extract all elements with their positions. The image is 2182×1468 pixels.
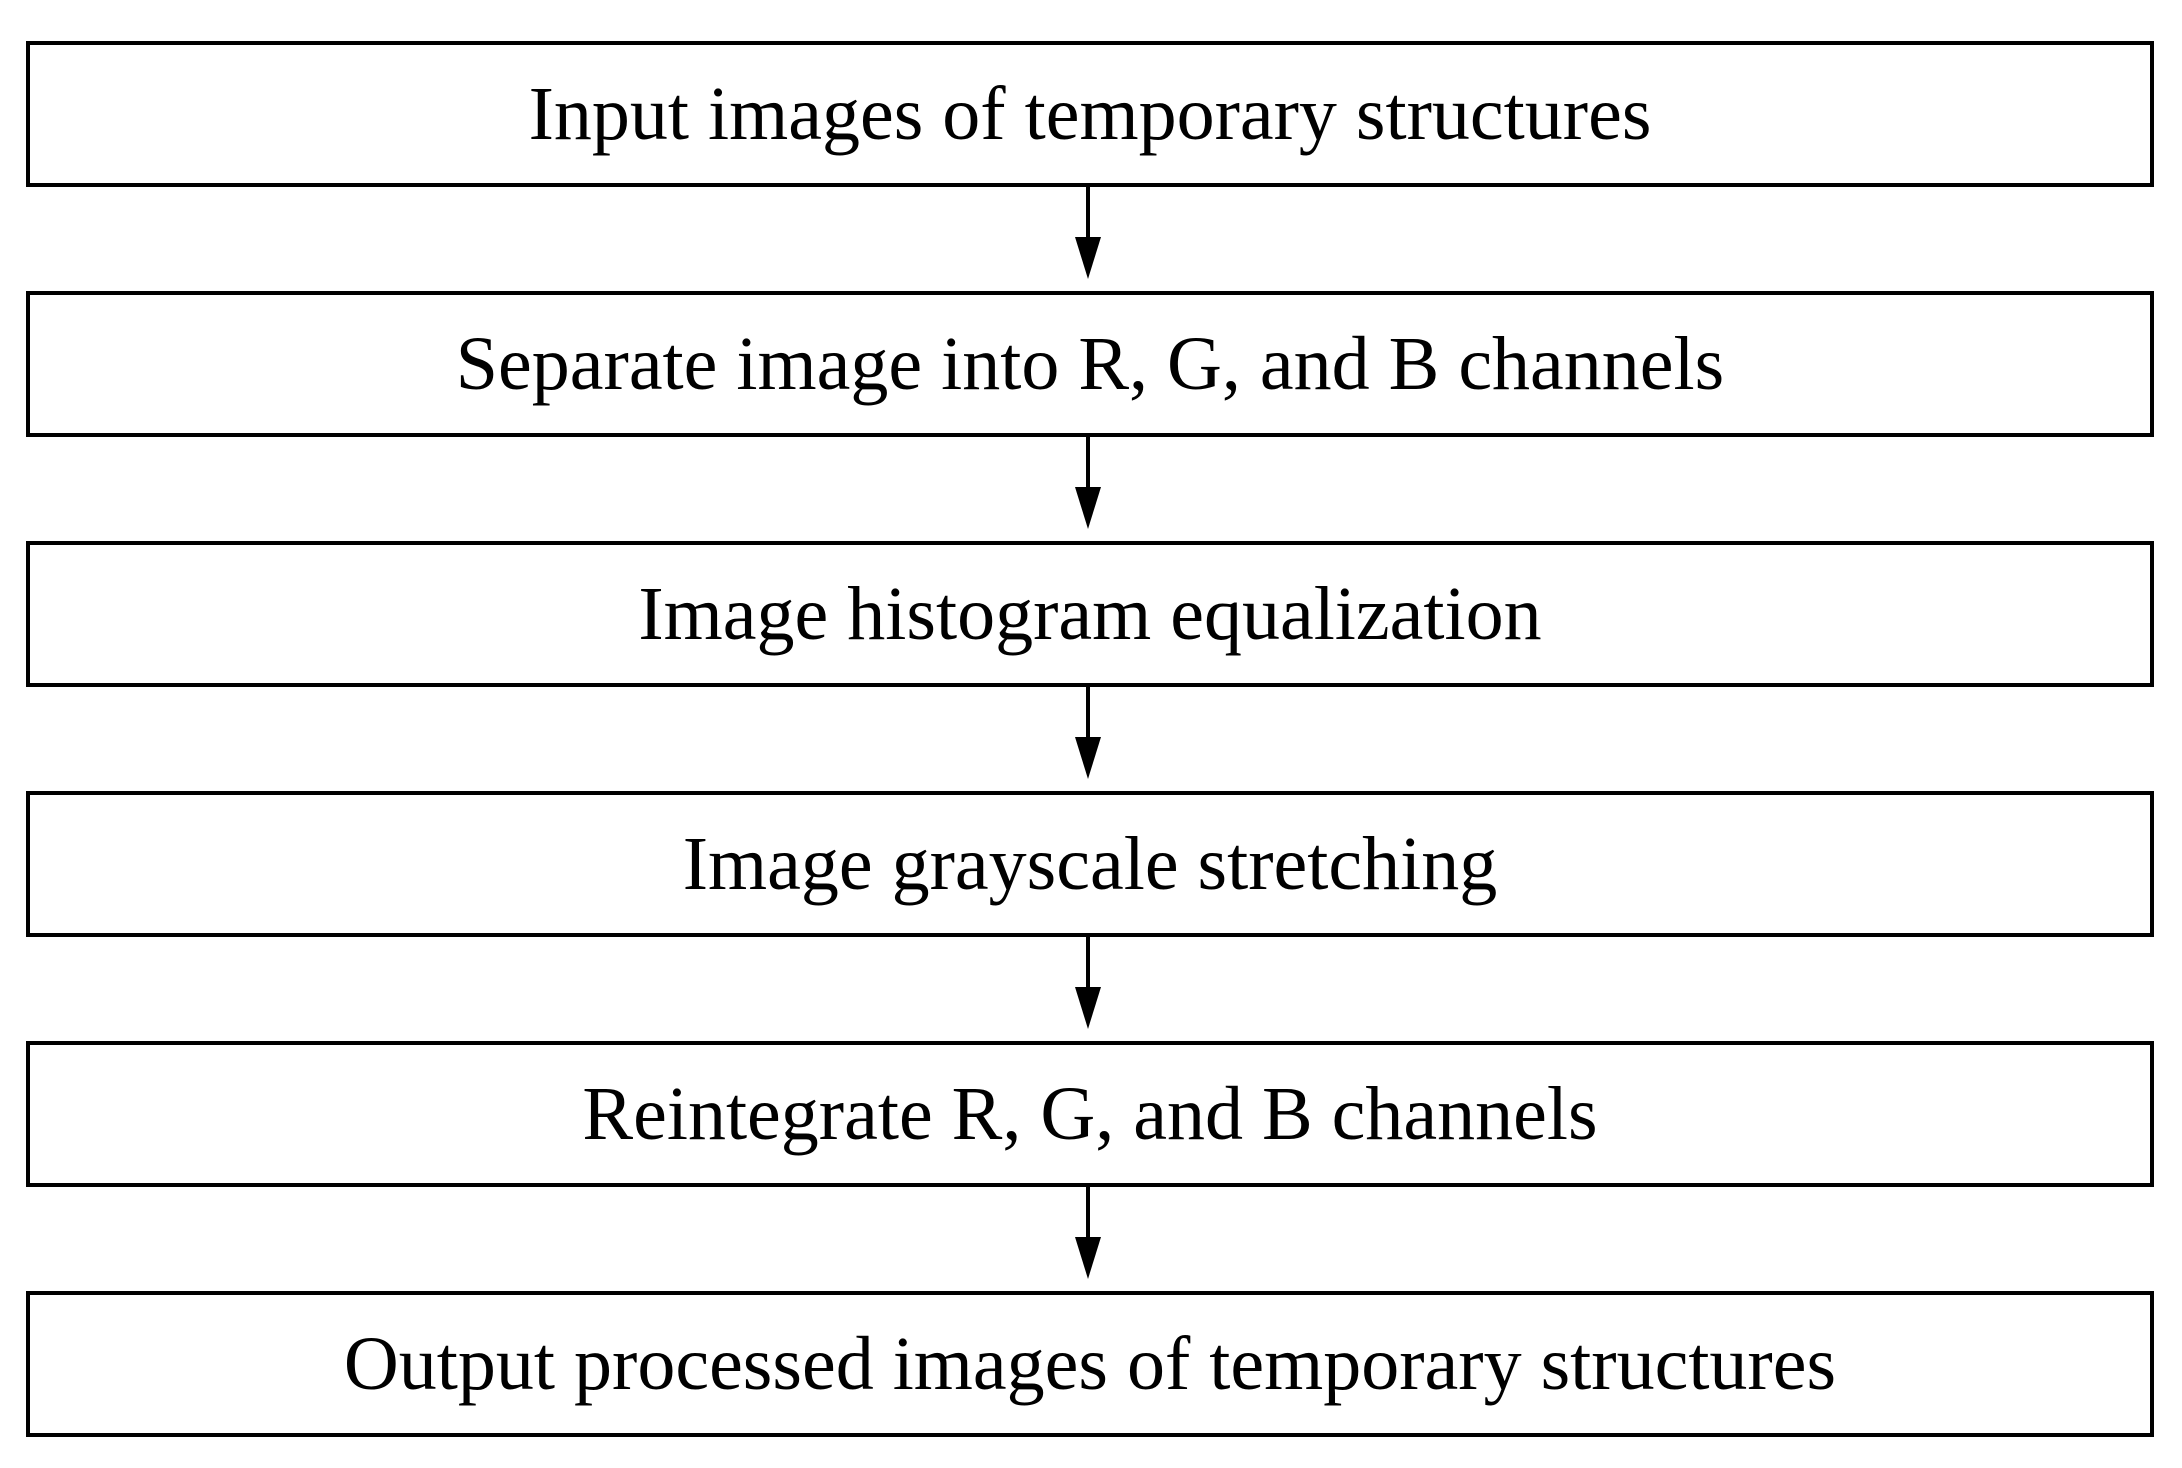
arrowhead-icon <box>1075 987 1101 1029</box>
step-label: Separate image into R, G, and B channels <box>455 322 1725 406</box>
step-box-histogram-equalization: Image histogram equalization <box>26 541 2154 687</box>
arrowhead-icon <box>1075 487 1101 529</box>
step-box-input-images: Input images of temporary structures <box>26 41 2154 187</box>
step-label: Image grayscale stretching <box>682 822 1498 906</box>
step-label: Reintegrate R, G, and B channels <box>582 1072 1598 1156</box>
arrowhead-icon <box>1075 1237 1101 1279</box>
step-box-output-images: Output processed images of temporary str… <box>26 1291 2154 1437</box>
step-box-separate-channels: Separate image into R, G, and B channels <box>26 291 2154 437</box>
step-label: Image histogram equalization <box>638 572 1542 656</box>
arrow-shaft <box>1086 187 1090 237</box>
arrow-shaft <box>1086 437 1090 487</box>
step-label: Input images of temporary structures <box>528 72 1652 156</box>
step-box-reintegrate-channels: Reintegrate R, G, and B channels <box>26 1041 2154 1187</box>
step-label: Output processed images of temporary str… <box>343 1322 1837 1406</box>
arrowhead-icon <box>1075 737 1101 779</box>
arrowhead-icon <box>1075 237 1101 279</box>
arrow-shaft <box>1086 687 1090 737</box>
arrow-shaft <box>1086 1187 1090 1237</box>
arrow-shaft <box>1086 937 1090 987</box>
step-box-grayscale-stretching: Image grayscale stretching <box>26 791 2154 937</box>
